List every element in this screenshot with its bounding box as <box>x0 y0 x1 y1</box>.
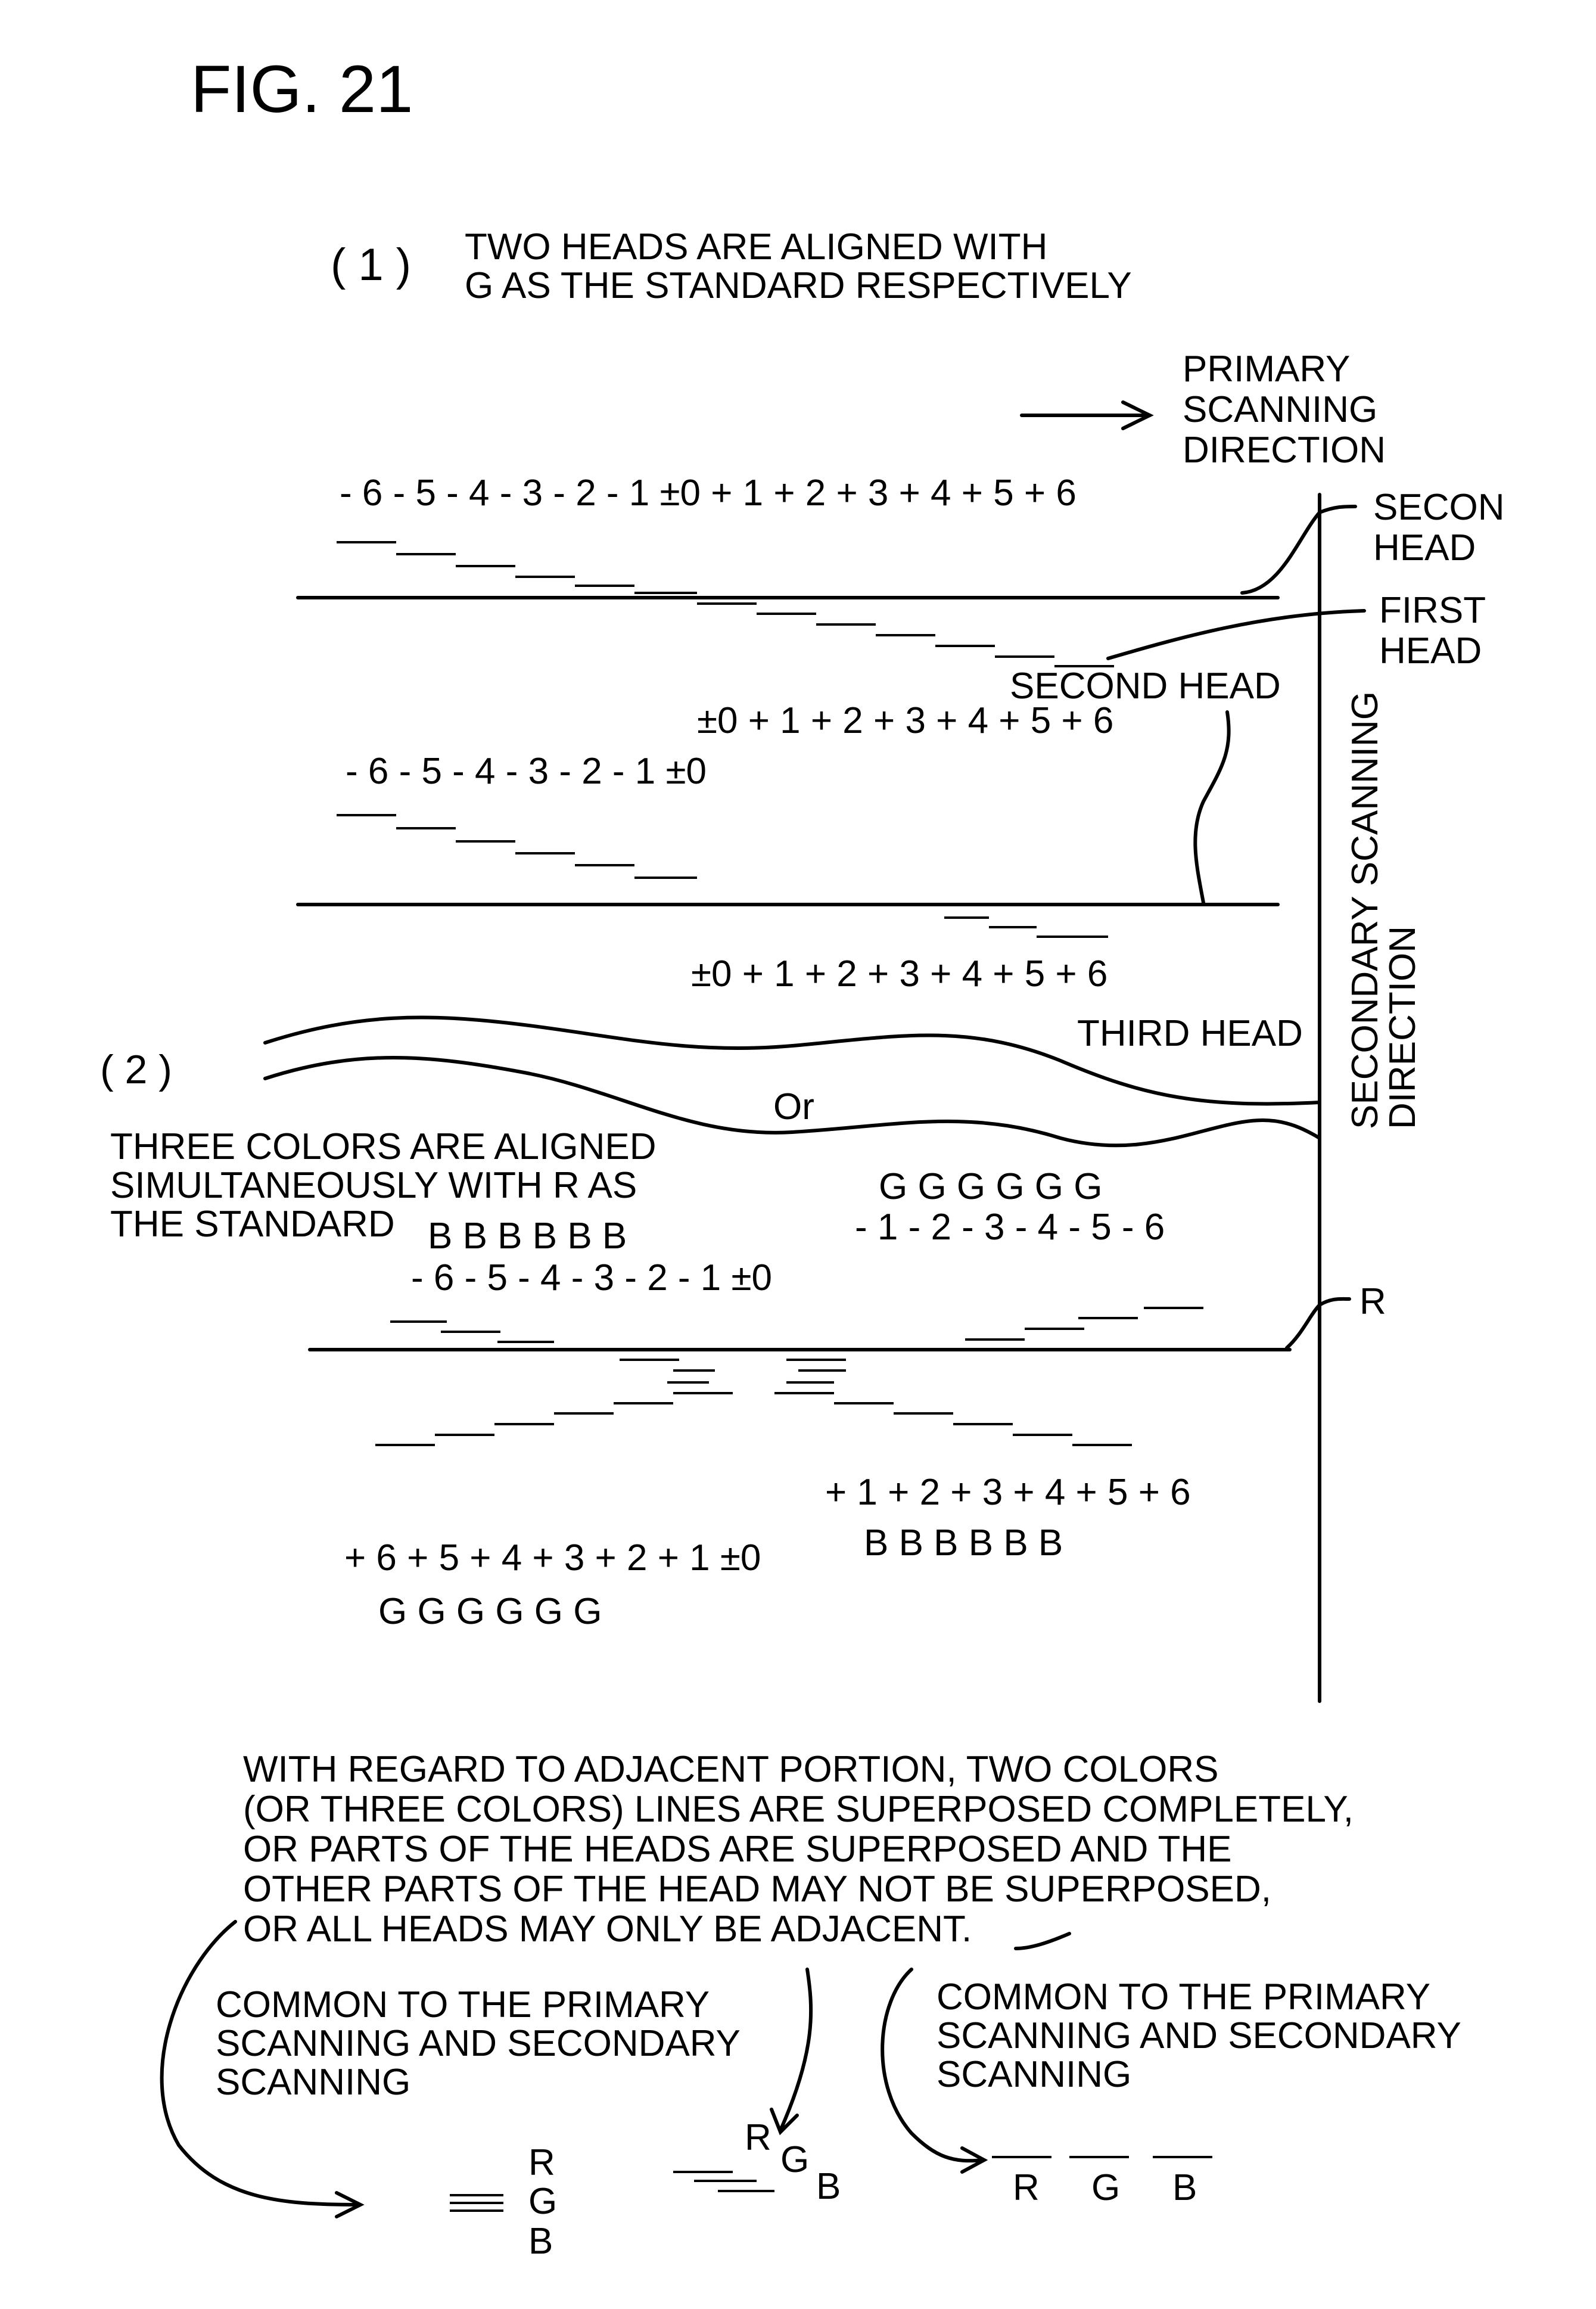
stack2-r: R <box>745 2117 771 2158</box>
part2-marker: ( 2 ) <box>100 1047 172 1092</box>
first-head-line2: HEAD <box>1379 630 1482 672</box>
secondary-direction-line2: DIRECTION <box>1382 926 1423 1129</box>
common-left-line3: SCANNING <box>216 2062 410 2103</box>
primary-direction-line2: SCANNING <box>1183 389 1377 430</box>
adjacent-note-line3: OR PARTS OF THE HEADS ARE SUPERPOSED AND… <box>243 1829 1231 1870</box>
part1-marker: ( 1 ) <box>331 240 411 290</box>
figure-title: FIG. 21 <box>191 52 413 126</box>
scale-row2-right: ±0 + 1 + 2 + 3 + 4 + 5 + 6 <box>697 700 1113 741</box>
r-leader <box>1285 1297 1351 1350</box>
top-right-scale: - 1 - 2 - 3 - 4 - 5 - 6 <box>855 1207 1165 1248</box>
primary-direction-line1: PRIMARY <box>1183 349 1350 390</box>
b-positive-dashes <box>774 1392 1132 1446</box>
row-r: R <box>1013 2167 1040 2208</box>
first-head-line1: FIRST <box>1379 590 1486 631</box>
top-right-g-letters: G G G G G G <box>879 1166 1102 1207</box>
second-head-leader <box>1193 710 1231 905</box>
stack2-lines <box>673 2171 774 2192</box>
secon-head-leader <box>1240 505 1357 595</box>
adjacent-note-line2: (OR THREE COLORS) LINES ARE SUPERPOSED C… <box>243 1789 1354 1830</box>
part2-caption-line2: SIMULTANEOUSLY WITH R AS <box>110 1165 637 1206</box>
right-curved-arrow <box>881 1932 1071 2174</box>
bottom-left-scale: + 6 + 5 + 4 + 3 + 2 + 1 ±0 <box>344 1537 761 1578</box>
break-line-upper <box>263 1015 1321 1106</box>
stack2-b: B <box>816 2166 841 2207</box>
stack1-lines <box>450 2194 503 2212</box>
scale-row3-right: ±0 + 1 + 2 + 3 + 4 + 5 + 6 <box>691 953 1107 995</box>
third-head-label: THIRD HEAD <box>1077 1013 1303 1054</box>
b-negative-dashes <box>390 1320 554 1343</box>
common-right-line3: SCANNING <box>937 2054 1131 2095</box>
secon-head-line2: HEAD <box>1373 527 1476 568</box>
secondary-direction-line1: SECONDARY SCANNING <box>1345 691 1386 1129</box>
common-right-line1: COMMON TO THE PRIMARY <box>937 1977 1430 2018</box>
common-left-line1: COMMON TO THE PRIMARY <box>216 1984 710 2025</box>
third-head-dashes <box>944 916 1108 938</box>
secon-head-dashes <box>337 541 697 594</box>
part1-caption-line1: TWO HEADS ARE ALIGNED WITH <box>465 226 1047 268</box>
g-positive-dashes <box>375 1392 733 1446</box>
bottom-left-g-letters: G G G G G G <box>378 1591 602 1632</box>
secon-head-line1: SECON <box>1373 487 1504 528</box>
r-label: R <box>1359 1281 1386 1322</box>
part1-caption-line2: G AS THE STANDARD RESPECTIVELY <box>465 265 1132 306</box>
stack1-r: R <box>528 2142 555 2183</box>
primary-scanning-arrow <box>1020 400 1154 430</box>
bottom-right-scale: + 1 + 2 + 3 + 4 + 5 + 6 <box>825 1472 1191 1513</box>
row-g: G <box>1091 2167 1120 2208</box>
top-left-scale: - 6 - 5 - 4 - 3 - 2 - 1 ±0 <box>411 1257 772 1298</box>
adjacent-note-line5: OR ALL HEADS MAY ONLY BE ADJACENT. <box>243 1909 972 1950</box>
first-head-dashes <box>697 602 1114 667</box>
stack1-g: G <box>528 2181 557 2222</box>
left-curved-arrow <box>160 1920 365 2218</box>
common-right-line2: SCANNING AND SECONDARY <box>937 2015 1461 2056</box>
common-left-line2: SCANNING AND SECONDARY <box>216 2023 741 2064</box>
second-head-dashes <box>337 814 697 879</box>
or-label: Or <box>773 1086 814 1127</box>
bottom-right-b-letters: B B B B B B <box>864 1522 1063 1564</box>
center-dashes <box>620 1359 846 1384</box>
part2-caption-line1: THREE COLORS ARE ALIGNED <box>110 1126 656 1167</box>
row-b: B <box>1172 2167 1197 2208</box>
stack2-g: G <box>780 2139 809 2180</box>
part2-caption-line3: THE STANDARD <box>110 1204 395 1245</box>
adjacent-note-line1: WITH REGARD TO ADJACENT PORTION, TWO COL… <box>243 1749 1218 1790</box>
break-line-lower <box>263 1056 1321 1148</box>
g-negative-dashes <box>965 1307 1203 1341</box>
primary-direction-line3: DIRECTION <box>1183 430 1386 471</box>
middle-arrow <box>770 1968 813 2136</box>
scale-row2-left: - 6 - 5 - 4 - 3 - 2 - 1 ±0 <box>346 751 707 792</box>
second-head-label: SECOND HEAD <box>1010 666 1281 707</box>
adjacent-note-line4: OTHER PARTS OF THE HEAD MAY NOT BE SUPER… <box>243 1869 1271 1910</box>
first-head-leader <box>1106 609 1366 660</box>
stack1-b: B <box>528 2221 553 2262</box>
top-left-b-letters: B B B B B B <box>428 1216 627 1257</box>
scale-row1: - 6 - 5 - 4 - 3 - 2 - 1 ±0 + 1 + 2 + 3 +… <box>340 473 1077 514</box>
